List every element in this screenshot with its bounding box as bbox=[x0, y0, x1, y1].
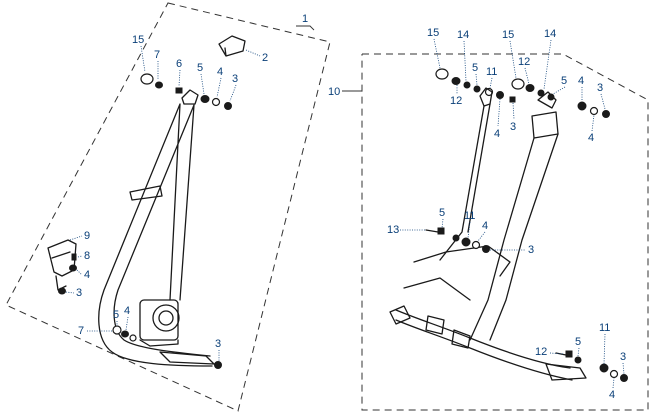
callout-4: 4 bbox=[494, 128, 500, 140]
callout-8: 8 bbox=[84, 250, 90, 262]
callout-10: 10 bbox=[328, 86, 340, 98]
belt-webbing bbox=[98, 103, 213, 367]
shoulder-anchor-plate bbox=[181, 89, 199, 105]
belt-guide-loop bbox=[129, 185, 163, 201]
belt-tag bbox=[531, 111, 559, 139]
side-tongue bbox=[389, 305, 411, 325]
callout-5: 5 bbox=[197, 62, 203, 74]
callout-4: 4 bbox=[84, 269, 90, 281]
callout-14: 14 bbox=[457, 29, 469, 41]
callout-4: 4 bbox=[578, 75, 584, 87]
callout-5: 5 bbox=[113, 309, 119, 321]
left-strap bbox=[439, 103, 491, 261]
callout-3: 3 bbox=[510, 121, 516, 133]
callout-5: 5 bbox=[575, 336, 581, 348]
right-shoulder-anchor bbox=[537, 91, 557, 109]
callout-14: 14 bbox=[544, 28, 556, 40]
upper-right-anchor-hardware bbox=[511, 78, 610, 118]
callout-9: 9 bbox=[84, 230, 90, 242]
callout-11: 11 bbox=[486, 66, 497, 78]
callout-12: 12 bbox=[535, 346, 547, 358]
middle-hardware bbox=[425, 227, 490, 253]
left-shoulder-anchor bbox=[479, 87, 493, 107]
callout-5: 5 bbox=[439, 207, 445, 219]
callout-4: 4 bbox=[124, 305, 130, 317]
callout-11: 11 bbox=[599, 322, 610, 334]
callout-12: 12 bbox=[450, 95, 462, 107]
callout-1-leader bbox=[296, 25, 315, 31]
callout-13: 13 bbox=[387, 224, 399, 236]
lap-buckle bbox=[425, 315, 471, 349]
callout-15: 15 bbox=[132, 34, 144, 46]
callout-12: 12 bbox=[518, 56, 530, 68]
callout-4: 4 bbox=[588, 132, 594, 144]
lower-anchor-plate-right bbox=[545, 363, 587, 381]
lower-right-hardware bbox=[555, 350, 628, 382]
right-webbing bbox=[469, 133, 559, 341]
callout-3: 3 bbox=[620, 351, 626, 363]
callout-15: 15 bbox=[502, 29, 514, 41]
retractor bbox=[139, 299, 180, 347]
upper-anchor-hardware bbox=[140, 73, 232, 110]
callout-4: 4 bbox=[217, 66, 223, 78]
callout-15: 15 bbox=[427, 27, 439, 39]
assembly-1-boundary bbox=[5, 2, 331, 412]
callout-4: 4 bbox=[609, 389, 615, 401]
callout-6: 6 bbox=[176, 58, 182, 70]
front-seat-belt-assembly bbox=[5, 2, 331, 412]
callout-7: 7 bbox=[154, 49, 160, 61]
callout-2: 2 bbox=[262, 52, 268, 64]
callout-3: 3 bbox=[215, 338, 221, 350]
callout-3: 3 bbox=[76, 287, 82, 299]
guide-cover-part bbox=[218, 35, 246, 57]
lower-hardware bbox=[58, 253, 222, 369]
callout-3: 3 bbox=[232, 73, 238, 85]
lower-anchor-plate bbox=[159, 351, 215, 365]
lap-webbing bbox=[395, 245, 573, 381]
callout-labels: 1 2 15 7 6 5 4 3 9 8 4 3 5 4 7 3 10 15 1… bbox=[65, 13, 626, 401]
callout-5: 5 bbox=[472, 62, 478, 74]
callout-11: 11 bbox=[464, 210, 475, 222]
callout-3: 3 bbox=[597, 82, 603, 94]
assembly-10-boundary bbox=[361, 53, 649, 411]
callout-3: 3 bbox=[528, 244, 534, 256]
upper-left-anchor-hardware bbox=[435, 68, 516, 103]
callout-7: 7 bbox=[78, 325, 84, 337]
callout-1: 1 bbox=[302, 13, 308, 25]
callout-5: 5 bbox=[561, 75, 567, 87]
callout-4: 4 bbox=[482, 220, 488, 232]
rear-seat-belt-assembly bbox=[361, 53, 649, 411]
